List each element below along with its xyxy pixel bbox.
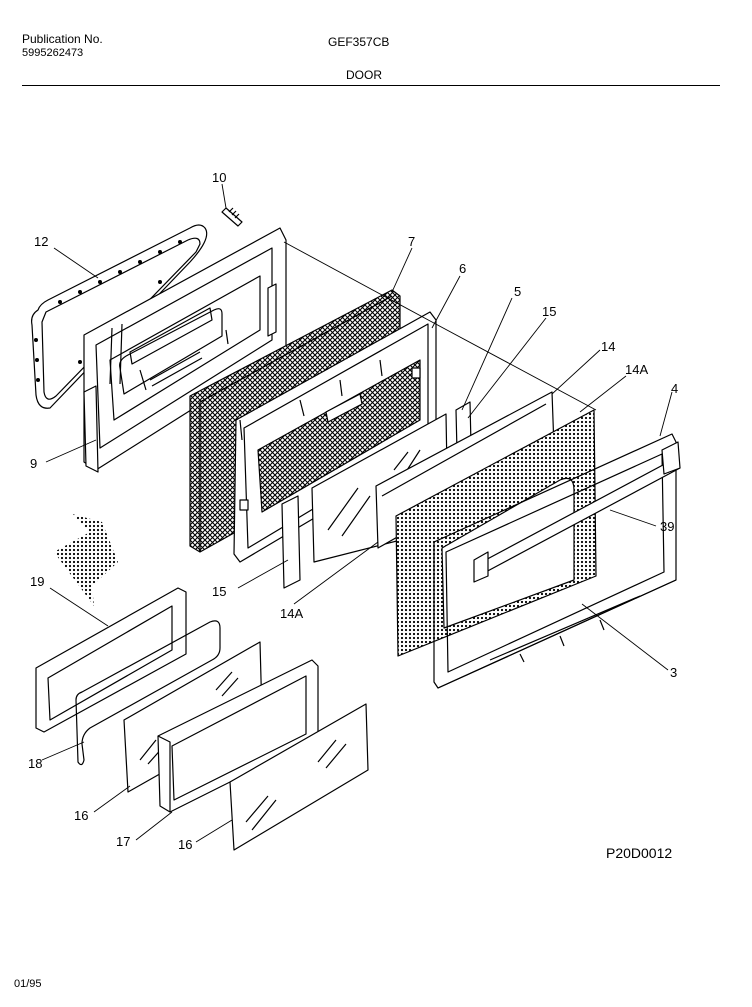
callout-4: 4 xyxy=(671,381,678,396)
callout-9: 9 xyxy=(30,456,37,471)
callout-39: 39 xyxy=(660,519,674,534)
model-number: GEF357CB xyxy=(328,35,390,49)
header-rule xyxy=(22,85,720,86)
part-inner-door-liner xyxy=(83,227,287,473)
gasket-clips xyxy=(34,240,182,382)
callout-18: 18 xyxy=(28,756,42,771)
part-gasket xyxy=(31,224,208,409)
footer-date: 01/95 xyxy=(14,978,42,990)
part-screw xyxy=(221,207,243,227)
callout-15-lower: 15 xyxy=(212,584,226,599)
callout-5: 5 xyxy=(514,284,521,299)
part-door-panel xyxy=(233,311,437,589)
publication-label: Publication No. xyxy=(22,32,103,46)
callout-14a-upper: 14A xyxy=(625,362,648,377)
callout-15-upper: 15 xyxy=(542,304,556,319)
callout-16-upper: 16 xyxy=(74,808,88,823)
exploded-arrow xyxy=(54,514,118,606)
callout-6: 6 xyxy=(459,261,466,276)
callout-14: 14 xyxy=(601,339,615,354)
section-title: DOOR xyxy=(346,68,382,82)
callout-14a-lower: 14A xyxy=(280,606,303,621)
diagram-code: P20D0012 xyxy=(606,845,673,861)
part-outer-window-glass xyxy=(229,703,369,851)
callout-19: 19 xyxy=(30,574,44,589)
part-door-handle xyxy=(473,441,681,583)
callout-10: 10 xyxy=(212,170,226,185)
callout-17: 17 xyxy=(116,834,130,849)
callout-16-lower: 16 xyxy=(178,837,192,852)
callout-7: 7 xyxy=(408,234,415,249)
leader-lines xyxy=(41,183,673,843)
part-door-frame xyxy=(433,433,677,689)
publication-number: 5995262473 xyxy=(22,47,84,59)
callout-3: 3 xyxy=(670,665,677,680)
part-window-gasket xyxy=(75,620,221,766)
callout-12: 12 xyxy=(34,234,48,249)
part-outer-frame xyxy=(35,587,187,733)
